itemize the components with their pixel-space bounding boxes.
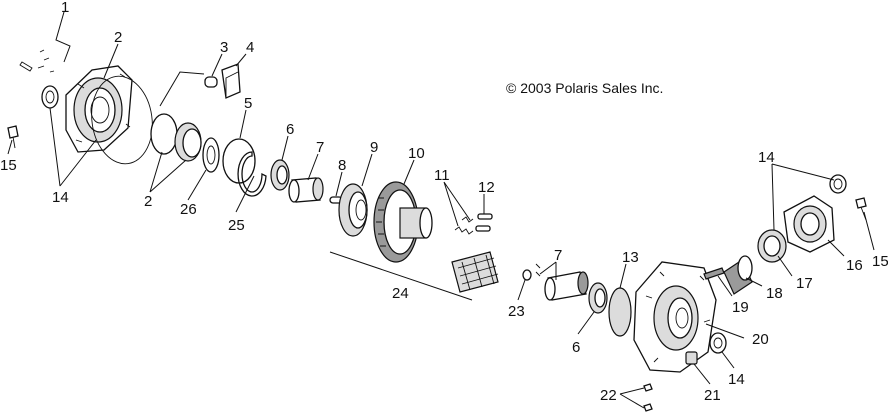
part-20-housing <box>633 261 717 373</box>
part-4-bracket <box>221 63 241 99</box>
part-13-ring <box>608 287 632 337</box>
label-2-lower: 2 <box>144 193 152 210</box>
copyright-notice: © 2003 Polaris Sales Inc. <box>506 80 663 96</box>
label-26: 26 <box>180 201 197 218</box>
part-15-bolt-left <box>7 125 19 149</box>
label-18: 18 <box>766 285 783 302</box>
label-6-lower: 6 <box>572 339 580 356</box>
label-16: 16 <box>846 257 863 274</box>
part-roller-cage <box>451 251 499 293</box>
part-5-ring <box>222 138 256 184</box>
part-17-bearing <box>757 229 787 263</box>
label-14-right-top: 14 <box>758 149 775 166</box>
label-3: 3 <box>220 39 228 56</box>
label-7-lower: 7 <box>554 247 562 264</box>
label-19: 19 <box>732 299 749 316</box>
label-9: 9 <box>370 139 378 156</box>
label-10: 10 <box>408 145 425 162</box>
part-18-pinion <box>723 255 753 295</box>
part-16-cover <box>783 195 835 253</box>
part-22-screws <box>643 383 653 412</box>
label-21: 21 <box>704 387 721 404</box>
part-26-shim <box>202 137 220 173</box>
label-25: 25 <box>228 217 245 234</box>
label-12: 12 <box>478 179 495 196</box>
part-labels: 1 2 3 4 5 6 7 8 9 10 11 12 24 14 15 2 26… <box>0 0 888 404</box>
part-1-bolts <box>19 49 55 73</box>
part-12-pins <box>475 213 493 232</box>
label-20: 20 <box>752 331 769 348</box>
part-15-bolt-right <box>855 197 867 221</box>
part-14-seal-right-top <box>829 174 847 194</box>
label-14-left: 14 <box>52 189 69 206</box>
label-14-right-bottom: 14 <box>728 371 745 388</box>
part-7-sleeve-lower <box>535 263 589 301</box>
part-9-bearing <box>338 183 368 237</box>
label-6-upper: 6 <box>286 121 294 138</box>
label-5: 5 <box>244 95 252 112</box>
part-6-bearing-lower <box>588 282 608 314</box>
part-14-seal-left <box>41 85 59 109</box>
part-14-seal-right-bottom <box>709 332 727 354</box>
part-3-pin <box>204 76 218 88</box>
label-24: 24 <box>392 285 409 302</box>
label-1: 1 <box>61 0 69 16</box>
label-4: 4 <box>246 39 254 56</box>
part-10-gear <box>373 181 433 263</box>
part-19-key <box>703 267 725 280</box>
part-2-bearing-races <box>150 113 202 162</box>
label-11: 11 <box>434 167 450 184</box>
label-23: 23 <box>508 303 525 320</box>
part-2-cover <box>65 65 133 153</box>
label-13: 13 <box>622 249 639 266</box>
label-15-left: 15 <box>0 157 17 174</box>
label-22: 22 <box>600 387 617 404</box>
part-25-snap-ring <box>237 151 267 197</box>
label-8: 8 <box>338 157 346 174</box>
label-15-right: 15 <box>872 253 888 270</box>
part-6-bearing-upper <box>270 159 290 191</box>
label-17: 17 <box>796 275 813 292</box>
leader-lines <box>7 11 875 409</box>
part-11-springs <box>454 216 474 235</box>
part-23-ring <box>522 269 532 281</box>
label-7-upper: 7 <box>316 139 324 156</box>
part-21-plug <box>685 351 698 365</box>
part-7-sleeve-upper <box>288 177 324 203</box>
label-2-top: 2 <box>114 29 122 46</box>
part-oring-large <box>91 75 153 165</box>
